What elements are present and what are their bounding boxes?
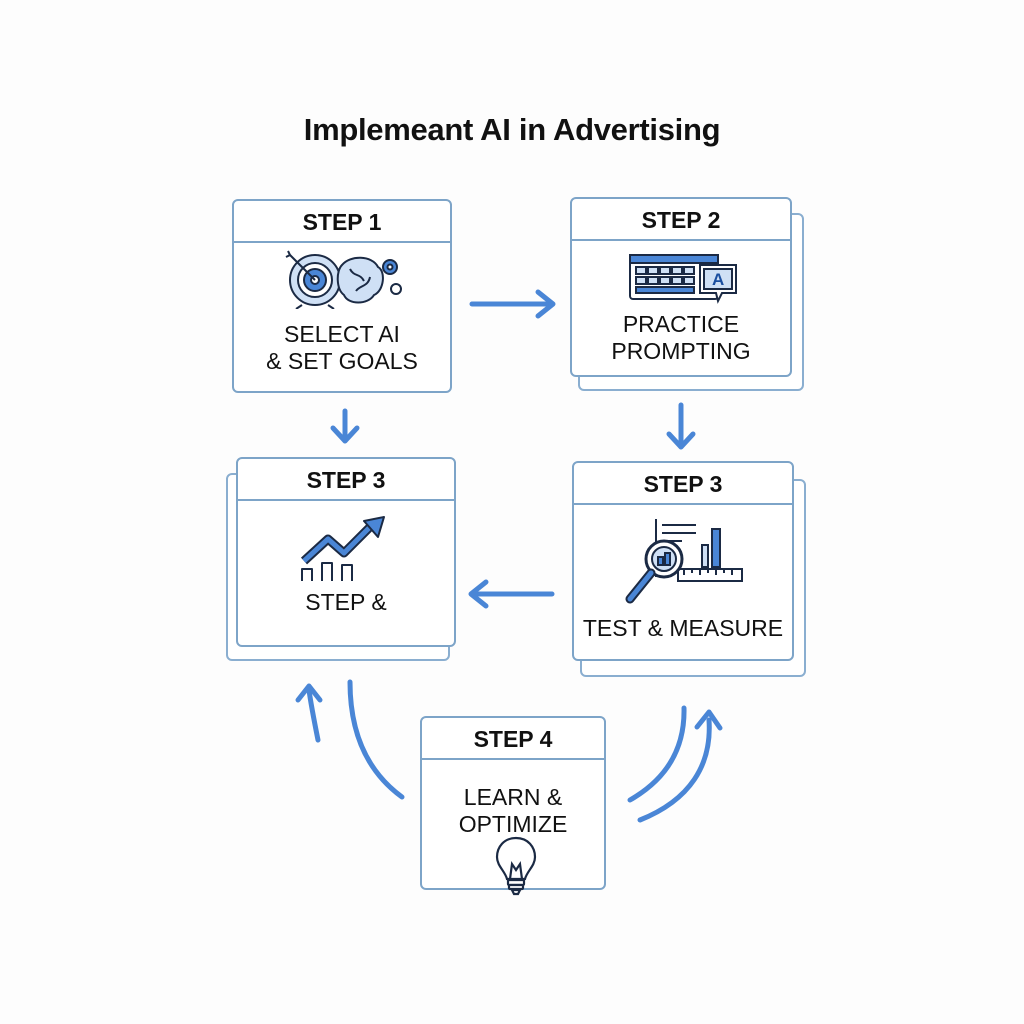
arrow-curve-right-up: [627, 705, 723, 823]
step-label: SELECT AI & SET GOALS: [266, 321, 418, 374]
keyboard-chat-icon: A: [629, 254, 737, 304]
step-header: STEP 2: [572, 199, 790, 241]
step-card-practice-prompting: STEP 2 A PRACTICE PROMPTING: [570, 197, 804, 392]
svg-text:A: A: [712, 270, 724, 289]
step-header: STEP 3: [574, 463, 792, 505]
arrow-step1-to-step2: [469, 289, 556, 319]
step-header: STEP 3: [238, 459, 454, 501]
step-header: STEP 4: [422, 718, 604, 760]
step-header: STEP 1: [234, 201, 450, 243]
trend-up-icon: [300, 516, 385, 581]
arrow-step1-down: [330, 408, 360, 444]
target-brain-gears-icon: [285, 250, 402, 309]
step-label: LEARN & OPTIMIZE: [458, 784, 568, 837]
arrow-step2-down: [666, 402, 696, 450]
diagram-title: Implemeant AI in Advertising: [303, 112, 721, 147]
step-label: PRACTICE PROMPTING: [611, 311, 751, 364]
step-label: STEP &: [305, 589, 387, 615]
magnifier-chart-icon: [625, 519, 743, 604]
step-label: TEST & MEASURE: [582, 615, 784, 641]
step-card-test-measure: STEP 3 TEST & MEASURE: [572, 461, 806, 677]
arrow-measure-to-left: [468, 579, 555, 609]
step-card-select-ai: STEP 1 SELECT AI & SET GOALS: [232, 199, 452, 393]
step-card-learn-optimize: STEP 4 LEARN & OPTIMIZE: [420, 716, 606, 896]
lightbulb-icon: [495, 836, 537, 896]
step-card-step-and: STEP 3 STEP &: [226, 457, 456, 661]
arrow-curve-left-up: [295, 679, 405, 800]
